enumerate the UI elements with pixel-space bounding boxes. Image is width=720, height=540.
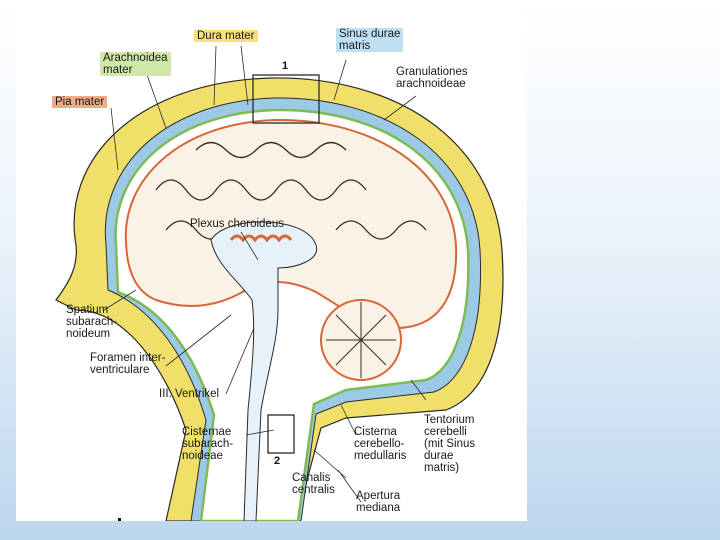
- detail-box-2: [267, 414, 295, 454]
- label-apertura-mediana: Apertura mediana: [356, 490, 401, 514]
- label-box-2: 2: [274, 455, 281, 467]
- small-dot: [118, 518, 121, 521]
- gyri: [155, 141, 427, 240]
- brain-cerebrum: [124, 118, 458, 330]
- label-tentorium: Tentorium cerebelli (mit Sinus durae mat…: [424, 414, 476, 474]
- ventricle-system: [210, 221, 318, 521]
- label-granulationes: Granulationes arachnoideae: [396, 66, 468, 90]
- detail-box-1: [252, 74, 320, 124]
- leader-lines: [103, 45, 427, 503]
- label-box-1: 1: [282, 60, 289, 72]
- label-spatium: Spatium subarach- noideum: [66, 304, 118, 340]
- choroid-plexus: [229, 234, 293, 243]
- label-pia-mater: Pia mater: [52, 96, 108, 108]
- figure-panel: Dura mater Sinus durae matris Arachnoide…: [16, 10, 527, 521]
- label-arachnoidea-mater: Arachnoidea mater: [100, 52, 171, 76]
- meninges-diagram: [55, 45, 504, 521]
- label-plexus-choroideus: Plexus choroideus: [190, 218, 284, 230]
- label-cisternae: Cisternae subarach- noideae: [182, 426, 234, 462]
- label-canalis-centralis: Canalis centralis: [292, 472, 335, 496]
- cerebellum-folia: [326, 302, 396, 378]
- label-foramen: Foramen inter- ventriculare: [90, 352, 166, 376]
- label-sinus-durae-matris: Sinus durae matris: [336, 28, 404, 52]
- label-cisterna-cerebello: Cisterna cerebello- medullaris: [354, 426, 407, 462]
- label-dura-mater: Dura mater: [194, 30, 258, 42]
- label-iii-ventrikel: III. Ventrikel: [159, 388, 220, 400]
